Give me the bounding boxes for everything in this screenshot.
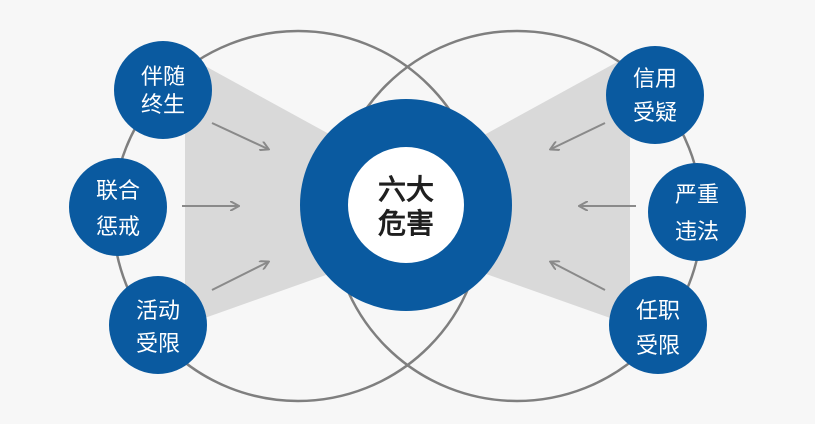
- node-right-2-line1: 严重: [675, 183, 719, 208]
- center-label-line2: 危害: [378, 207, 434, 240]
- arrow-right-top: [551, 122, 606, 149]
- arrow-left-bottom: [211, 262, 268, 291]
- node-left-1: [114, 41, 212, 139]
- node-left-2-line1: 联合: [96, 179, 140, 204]
- node-left-2-line2: 惩戒: [96, 215, 140, 240]
- node-left-1-line2: 终生: [141, 93, 185, 118]
- node-right-1: [606, 46, 704, 144]
- center-disc: [348, 147, 464, 263]
- center-label-line1: 六大: [378, 173, 434, 206]
- node-left-3-line1: 活动: [136, 299, 180, 324]
- node-right-3-line2: 受限: [636, 334, 680, 359]
- arrow-right-bottom: [551, 262, 606, 291]
- node-left-3: [109, 276, 207, 374]
- arrow-left-top: [211, 122, 268, 149]
- right-wedge: [475, 55, 630, 325]
- node-left-1-line1: 伴随: [141, 65, 185, 90]
- node-right-2: [648, 163, 746, 261]
- node-right-3: [609, 276, 707, 374]
- node-right-3-line1: 任职: [636, 299, 680, 324]
- node-left-2: [69, 158, 167, 256]
- node-right-1-line2: 受疑: [633, 101, 677, 126]
- node-left-3-line2: 受限: [136, 332, 180, 357]
- left-wedge: [185, 55, 340, 325]
- node-right-2-line2: 违法: [675, 220, 719, 245]
- node-right-1-line1: 信用: [633, 67, 677, 92]
